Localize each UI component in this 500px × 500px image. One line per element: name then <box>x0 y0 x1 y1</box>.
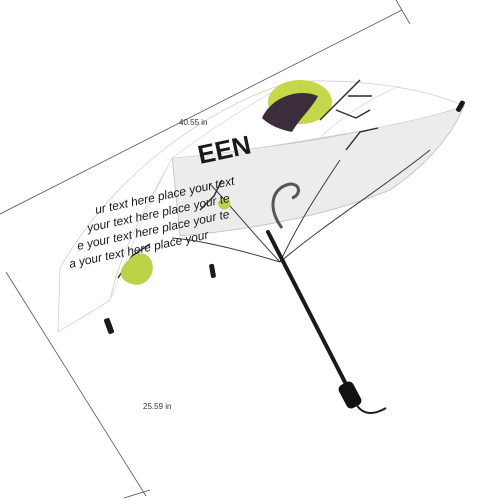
height-dimension-line <box>5 271 147 497</box>
dimension-guides <box>0 0 411 499</box>
print-goo <box>120 253 153 285</box>
handle-strap <box>355 403 387 414</box>
print-silhouette <box>262 92 318 132</box>
umbrella-shaft-group <box>266 230 387 414</box>
umbrella-canopy: EEN ur text here place your text your te… <box>57 79 466 334</box>
underside-rib <box>279 159 341 263</box>
canopy-rib <box>109 157 173 301</box>
underside-rib <box>279 149 431 263</box>
height-tick-bottom <box>123 489 151 499</box>
canopy-rib <box>319 85 401 139</box>
print-swirl <box>271 182 300 229</box>
rib-tip <box>456 100 465 112</box>
umbrella-handle <box>338 381 362 409</box>
rib-tip <box>209 263 216 278</box>
rib-tip <box>104 318 114 334</box>
width-dimension-line <box>0 9 403 215</box>
height-dimension-label: 25.59 in <box>143 402 172 411</box>
underside-rib <box>171 237 281 263</box>
umbrella-shaft <box>266 230 352 394</box>
print-branches <box>117 79 379 279</box>
canopy-underside <box>171 105 465 237</box>
print-goo-small <box>218 198 231 210</box>
width-tick-right <box>395 0 411 25</box>
width-dimension-label: 40.55 in <box>179 118 208 127</box>
